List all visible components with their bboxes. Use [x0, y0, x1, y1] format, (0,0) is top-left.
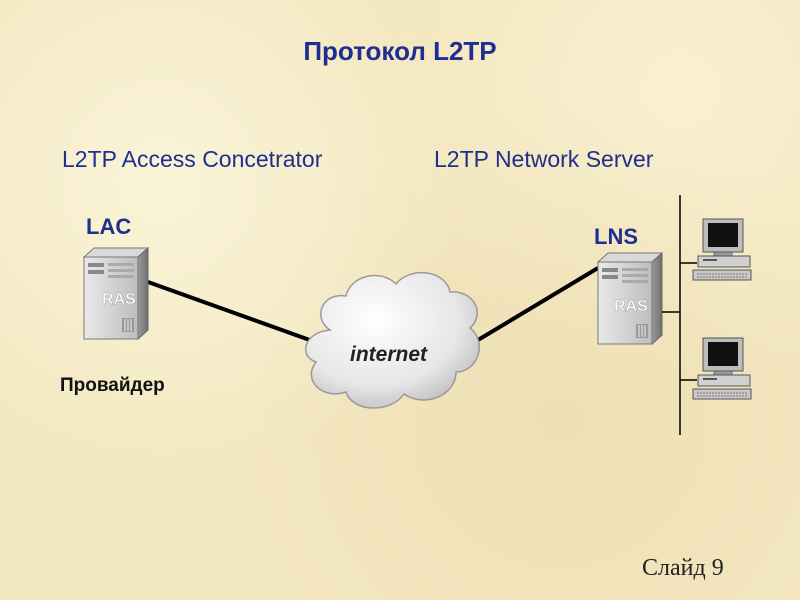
workstation-2-icon — [692, 337, 752, 400]
lac-label: LAC — [86, 214, 132, 239]
slide-title: Протокол L2TP — [303, 36, 497, 66]
internet-lns-link — [476, 266, 600, 342]
slide-number: Слайд 9 — [642, 555, 724, 581]
lac-server-icon — [82, 246, 150, 341]
lns-ras-label: RAS — [614, 298, 648, 315]
internet-label: internet — [350, 343, 428, 366]
workstation-1-icon — [692, 218, 752, 281]
lac-ras-label: RAS — [102, 291, 136, 308]
internet-cloud-icon — [305, 271, 481, 409]
lns-heading: L2TP Network Server — [434, 146, 654, 172]
lac-internet-link — [147, 280, 319, 345]
lac-heading: L2TP Access Concetrator — [62, 146, 323, 172]
lns-label: LNS — [594, 224, 638, 249]
lns-server-icon — [596, 251, 664, 346]
provider-caption: Провайдер — [60, 375, 165, 396]
